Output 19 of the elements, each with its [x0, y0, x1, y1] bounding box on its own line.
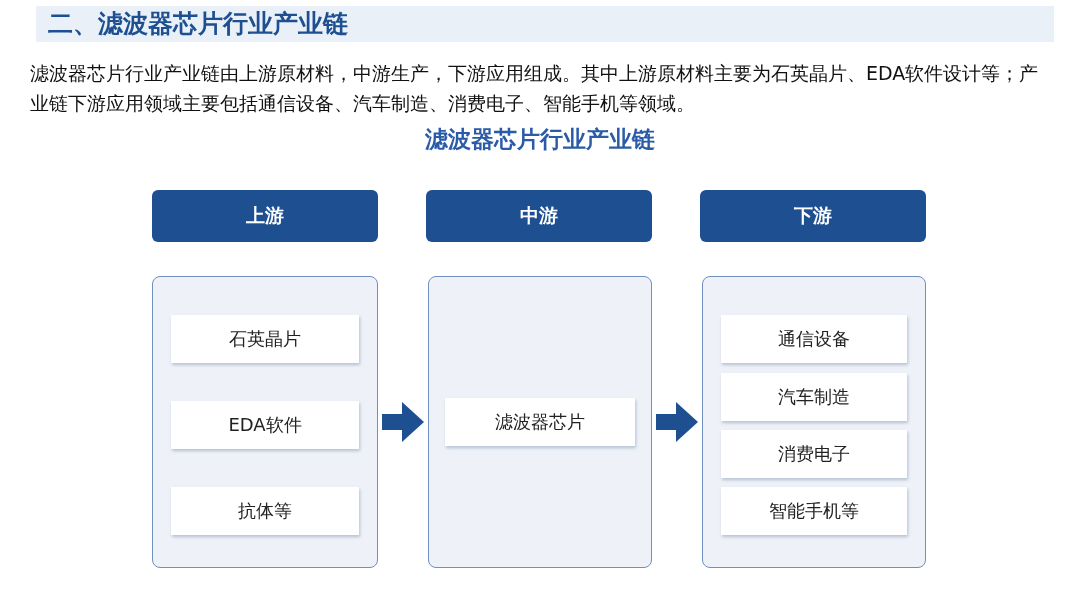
stage-header: 中游 — [426, 190, 652, 242]
intro-paragraph: 滤波器芯片行业产业链由上游原材料，中游生产，下游应用组成。其中上游原材料主要为石英晶片、EDA软件设计等；产业链下游应用领域主要包括通信设备、汽车制造、消费电子、智能手机等领域。 — [30, 61, 1040, 116]
item-box: 通信设备 — [721, 315, 907, 363]
item-box: 抗体等 — [171, 487, 359, 535]
item-box: EDA软件 — [171, 401, 359, 449]
section-title: 二、滤波器芯片行业产业链 — [48, 8, 348, 40]
item-box: 消费电子 — [721, 430, 907, 478]
stage-header: 下游 — [700, 190, 926, 242]
item-box: 石英晶片 — [171, 315, 359, 363]
item-box: 智能手机等 — [721, 487, 907, 535]
item-box: 汽车制造 — [721, 373, 907, 421]
stage-panel — [152, 276, 378, 568]
flow-arrow — [382, 402, 424, 442]
stage-header: 上游 — [152, 190, 378, 242]
stage-panel — [428, 276, 652, 568]
stage-panel — [702, 276, 926, 568]
item-box: 滤波器芯片 — [445, 398, 635, 446]
chart-title: 滤波器芯片行业产业链 — [424, 125, 656, 154]
flow-arrow — [656, 402, 698, 442]
